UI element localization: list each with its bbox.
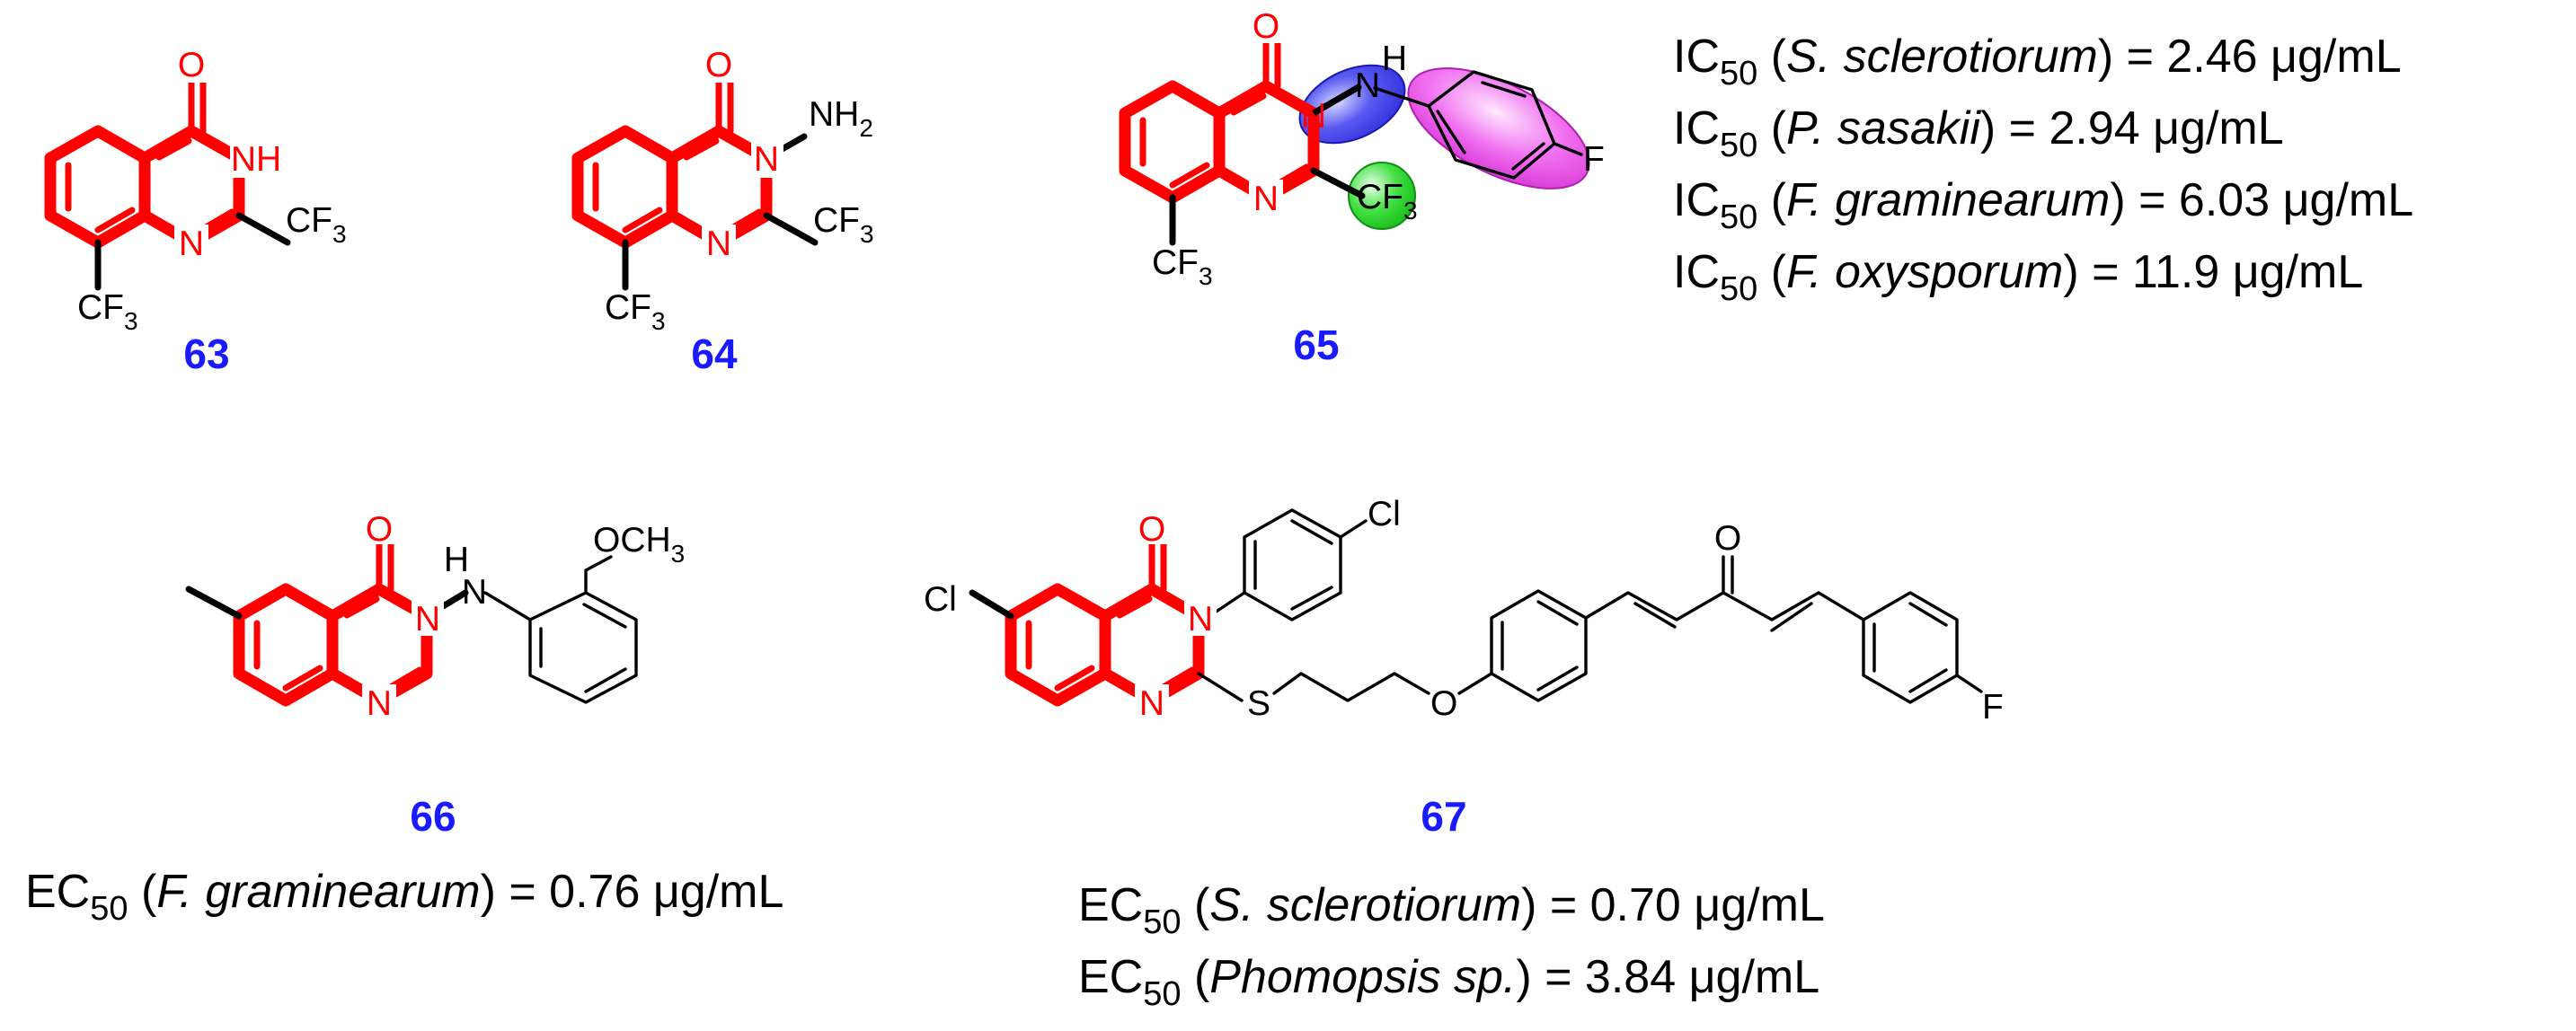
compound-63: O NH N CF3 CF3 63 — [44, 46, 347, 377]
compound-number: 67 — [1421, 793, 1466, 840]
amine-highlight — [1298, 64, 1406, 145]
sulfur-label: S — [1247, 684, 1270, 723]
cf3-group: CF3 — [1357, 178, 1418, 225]
compound-66: O N N H N OCH3 66 EC50 (F. graminearum) … — [25, 508, 783, 928]
carbonyl-oxygen: O — [1138, 510, 1165, 549]
ring-nitrogen: N — [179, 225, 204, 263]
nh-label: NH — [231, 140, 281, 179]
compound-64: O N NH2 N CF3 CF3 64 — [571, 46, 874, 377]
activity-line: IC50 (F. oxysporum) = 11.9 μg/mL — [1673, 246, 2363, 308]
compound-67: O N N Cl Cl S O O F 67 EC50 (S. scleroti… — [924, 495, 2004, 1013]
n3-label: N — [1188, 600, 1213, 639]
carbonyl-oxygen: O — [705, 46, 732, 84]
activity-line: IC50 (P. sasakii) = 2.94 μg/mL — [1673, 102, 2284, 164]
methoxy-group: OCH3 — [593, 521, 685, 568]
carbonyl-oxygen: O — [366, 510, 393, 549]
chlorine-label: Cl — [1368, 495, 1401, 533]
compound-number: 64 — [691, 330, 738, 377]
carbonyl-oxygen: O — [1253, 7, 1279, 46]
n3-label: N — [1301, 97, 1326, 136]
amine-nitrogen: N — [1355, 66, 1380, 105]
activity-line: EC50 (F. graminearum) = 0.76 μg/mL — [25, 866, 783, 928]
activity-line: IC50 (F. graminearum) = 6.03 μg/mL — [1673, 174, 2413, 236]
activity-list-65: IC50 (S. sclerotiorum) = 2.46 μg/mL IC50… — [1673, 31, 2413, 308]
compound-number: 63 — [183, 330, 229, 377]
fluorine-label: F — [1982, 688, 2004, 727]
cf3-highlight — [1348, 162, 1416, 230]
cf3-group: CF3 — [1152, 243, 1213, 290]
compound-65: O N N H N CF3 F CF3 65 — [1119, 7, 1605, 368]
amine-nitrogen: N — [462, 573, 487, 612]
cf3-group: CF3 — [813, 201, 874, 248]
compound-number: 65 — [1293, 322, 1339, 368]
ring-nitrogen: N — [1253, 180, 1279, 218]
fluorine-label: F — [1583, 140, 1605, 179]
amine-hydrogen: H — [444, 541, 469, 579]
ring-nitrogen: N — [367, 684, 392, 723]
activity-line: EC50 (S. sclerotiorum) = 0.70 μg/mL — [1078, 879, 1825, 941]
ring-nitrogen: N — [706, 225, 731, 263]
cf3-group: CF3 — [286, 201, 347, 248]
amine-hydrogen: H — [1382, 40, 1407, 78]
compound-number: 66 — [410, 793, 456, 840]
activity-line: EC50 (Phomopsis sp.) = 3.84 μg/mL — [1078, 951, 1819, 1013]
nh2-group: NH2 — [809, 95, 873, 142]
n3-label: N — [415, 600, 440, 639]
n3-label: N — [754, 140, 779, 179]
cf3-group: CF3 — [605, 288, 666, 335]
ketone-oxygen: O — [1714, 519, 1741, 558]
cf3-group: CF3 — [77, 288, 138, 335]
carbonyl-oxygen: O — [178, 46, 205, 84]
chlorine-label: Cl — [924, 580, 957, 619]
activity-line: IC50 (S. sclerotiorum) = 2.46 μg/mL — [1673, 31, 2402, 93]
ether-oxygen: O — [1430, 684, 1457, 723]
aryl-highlight — [1407, 67, 1590, 189]
ring-nitrogen: N — [1139, 684, 1164, 723]
